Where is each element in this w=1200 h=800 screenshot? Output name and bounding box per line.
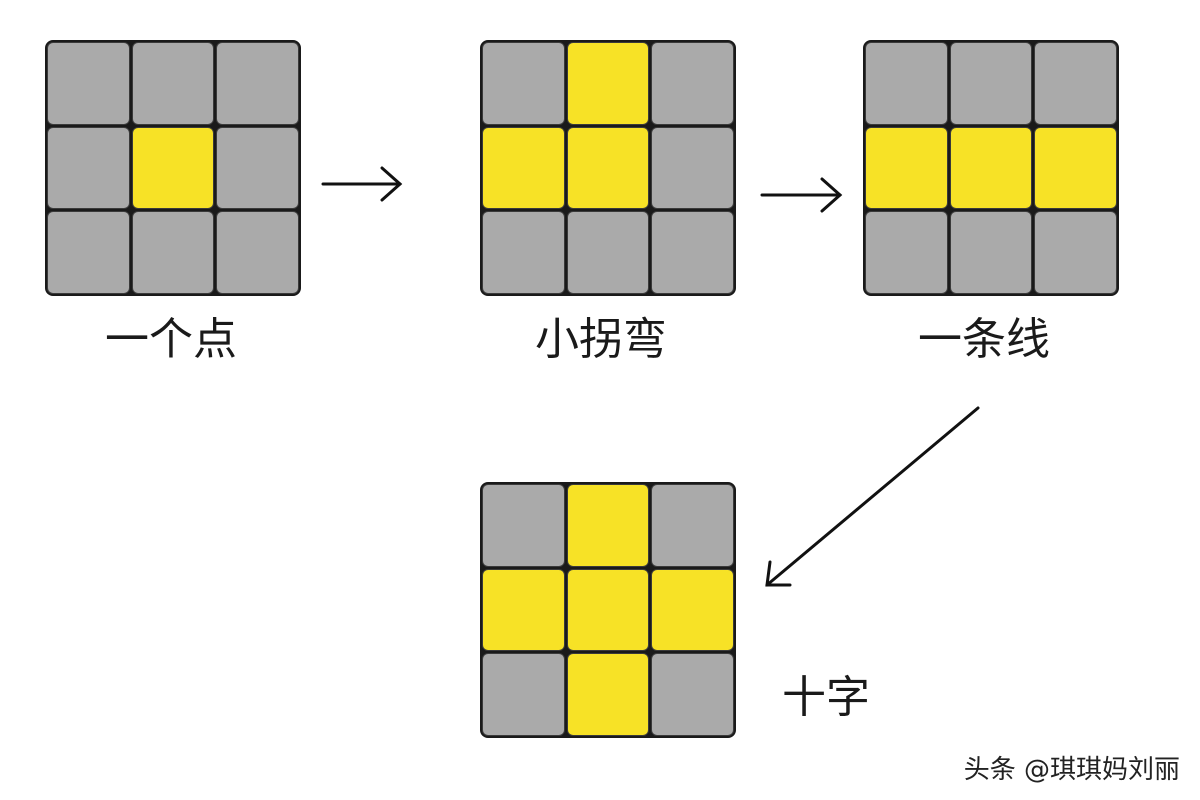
cell-gray [651, 126, 734, 210]
label-line: 一条线 [918, 314, 1050, 365]
label-small-turn: 小拐弯 [535, 314, 667, 365]
arrow-right-1 [321, 166, 403, 202]
cell-gray [865, 42, 948, 125]
cell-gray [216, 126, 299, 210]
cell-yellow [949, 126, 1033, 210]
cell-gray [482, 484, 565, 567]
cell-gray [47, 211, 130, 294]
watermark: 头条 @琪琪妈刘丽 [963, 755, 1180, 785]
cell-gray [47, 42, 130, 125]
cell-gray [651, 42, 734, 125]
cell-yellow [865, 126, 948, 210]
grid-dot [45, 40, 301, 296]
cell-yellow [566, 653, 650, 736]
cell-gray [47, 126, 130, 210]
cell-gray [131, 211, 215, 294]
cell-yellow [1034, 126, 1117, 210]
arrow-down-left [765, 406, 980, 587]
cell-gray [949, 211, 1033, 294]
cell-gray [482, 211, 565, 294]
cell-gray [949, 42, 1033, 125]
cell-gray [216, 211, 299, 294]
cell-gray [651, 484, 734, 567]
cell-yellow [651, 568, 734, 652]
cell-yellow [566, 126, 650, 210]
cell-gray [566, 211, 650, 294]
cell-yellow [131, 126, 215, 210]
cell-yellow [482, 126, 565, 210]
cell-gray [482, 653, 565, 736]
label-dot: 一个点 [105, 314, 237, 365]
cell-gray [1034, 211, 1117, 294]
label-cross: 十字 [782, 672, 870, 723]
arrow-right-2 [760, 177, 843, 213]
cell-yellow [566, 568, 650, 652]
cell-gray [865, 211, 948, 294]
cell-gray [1034, 42, 1117, 125]
grid-small-turn [480, 40, 736, 296]
grid-cross [480, 482, 736, 738]
cell-gray [216, 42, 299, 125]
cell-yellow [482, 568, 565, 652]
cell-yellow [566, 484, 650, 567]
cell-gray [482, 42, 565, 125]
grid-line [863, 40, 1119, 296]
cell-gray [651, 653, 734, 736]
cell-gray [651, 211, 734, 294]
cell-yellow [566, 42, 650, 125]
cell-gray [131, 42, 215, 125]
